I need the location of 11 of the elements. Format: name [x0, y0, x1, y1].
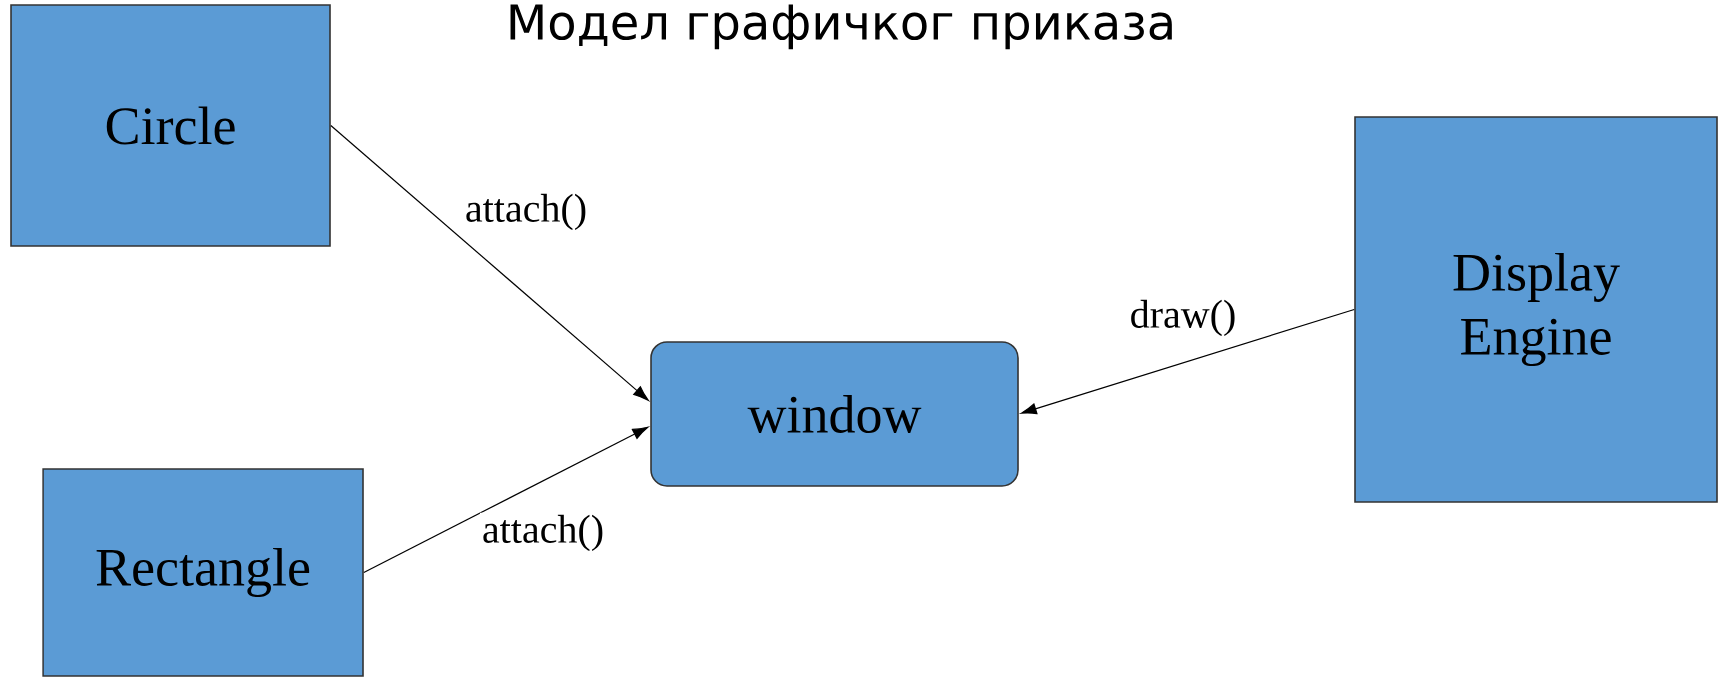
rounded-box: window	[650, 341, 1019, 487]
arrow	[1020, 308, 1355, 415]
edge-label: attach()	[479, 512, 607, 554]
edge-label: attach()	[462, 191, 590, 233]
process-box: Rectangle	[42, 468, 364, 677]
process-box: Circle	[10, 4, 331, 247]
arrow	[330, 124, 649, 401]
edge-label: draw()	[1127, 297, 1239, 339]
title: Модел графичког приказа	[510, 4, 1172, 50]
arrow	[363, 426, 649, 574]
process-box: Display Engine	[1354, 116, 1718, 503]
